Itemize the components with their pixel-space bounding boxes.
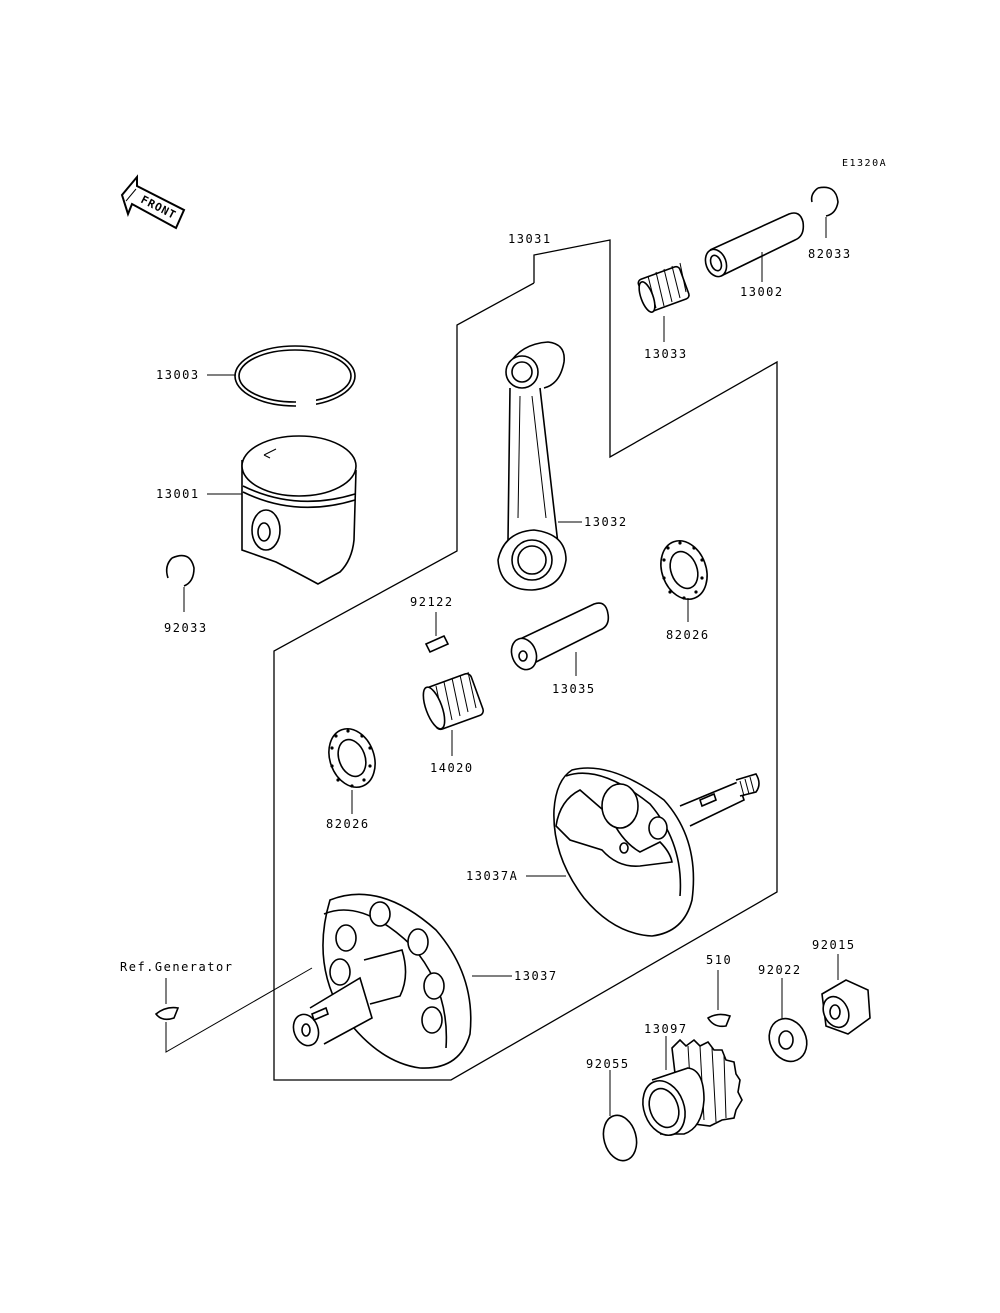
part-label-13037A: 13037A <box>466 869 518 883</box>
part-label-13035: 13035 <box>552 682 596 696</box>
part-label-13002: 13002 <box>740 285 784 299</box>
piston-ring-icon <box>234 345 356 411</box>
washer-icon <box>768 1017 808 1063</box>
piston-pin-clip-left-icon <box>165 554 195 587</box>
piston-icon <box>241 435 357 585</box>
crank-pin-icon <box>510 602 610 671</box>
part-label-14020: 14020 <box>430 761 474 775</box>
small-end-bearing-icon <box>637 262 690 313</box>
ref-generator-label: Ref.Generator <box>120 960 233 974</box>
thrust-washer-left-icon <box>328 728 376 788</box>
part-label-82026-left: 82026 <box>326 817 370 831</box>
part-label-13001: 13001 <box>156 487 200 501</box>
thrust-washer-right-icon <box>660 540 708 600</box>
front-arrow-icon: FRONT <box>120 174 186 230</box>
part-label-92055: 92055 <box>586 1057 630 1071</box>
part-label-92122: 92122 <box>410 595 454 609</box>
part-label-510: 510 <box>706 953 732 967</box>
conrod-group-outline <box>273 239 778 1081</box>
piston-pin-clip-top-icon <box>810 186 839 217</box>
part-label-13032: 13032 <box>584 515 628 529</box>
part-label-92015: 92015 <box>812 938 856 952</box>
part-label-13033: 13033 <box>644 347 688 361</box>
part-label-82033-top: 82033 <box>808 247 852 261</box>
crankshaft-half-left-icon <box>292 893 472 1069</box>
part-label-82026-right: 82026 <box>666 628 710 642</box>
part-label-92033-left: 92033 <box>164 621 208 635</box>
piston-pin-icon <box>704 212 805 278</box>
nut-icon <box>821 979 871 1035</box>
woodruff-key-icon <box>706 1013 732 1028</box>
part-label-13097: 13097 <box>644 1022 688 1036</box>
diagram-code: E1320A <box>842 158 887 169</box>
connecting-rod-icon <box>497 341 567 591</box>
o-ring-icon <box>602 1114 638 1162</box>
part-label-13037: 13037 <box>514 969 558 983</box>
generator-key-icon <box>154 1006 180 1021</box>
primary-gear-icon <box>642 1038 743 1136</box>
big-end-bearing-icon <box>422 671 485 731</box>
part-label-92022: 92022 <box>758 963 802 977</box>
part-label-13031: 13031 <box>508 232 552 246</box>
crankshaft-half-right-icon <box>553 767 760 937</box>
dowel-pin-icon <box>424 634 450 654</box>
part-label-13003: 13003 <box>156 368 200 382</box>
